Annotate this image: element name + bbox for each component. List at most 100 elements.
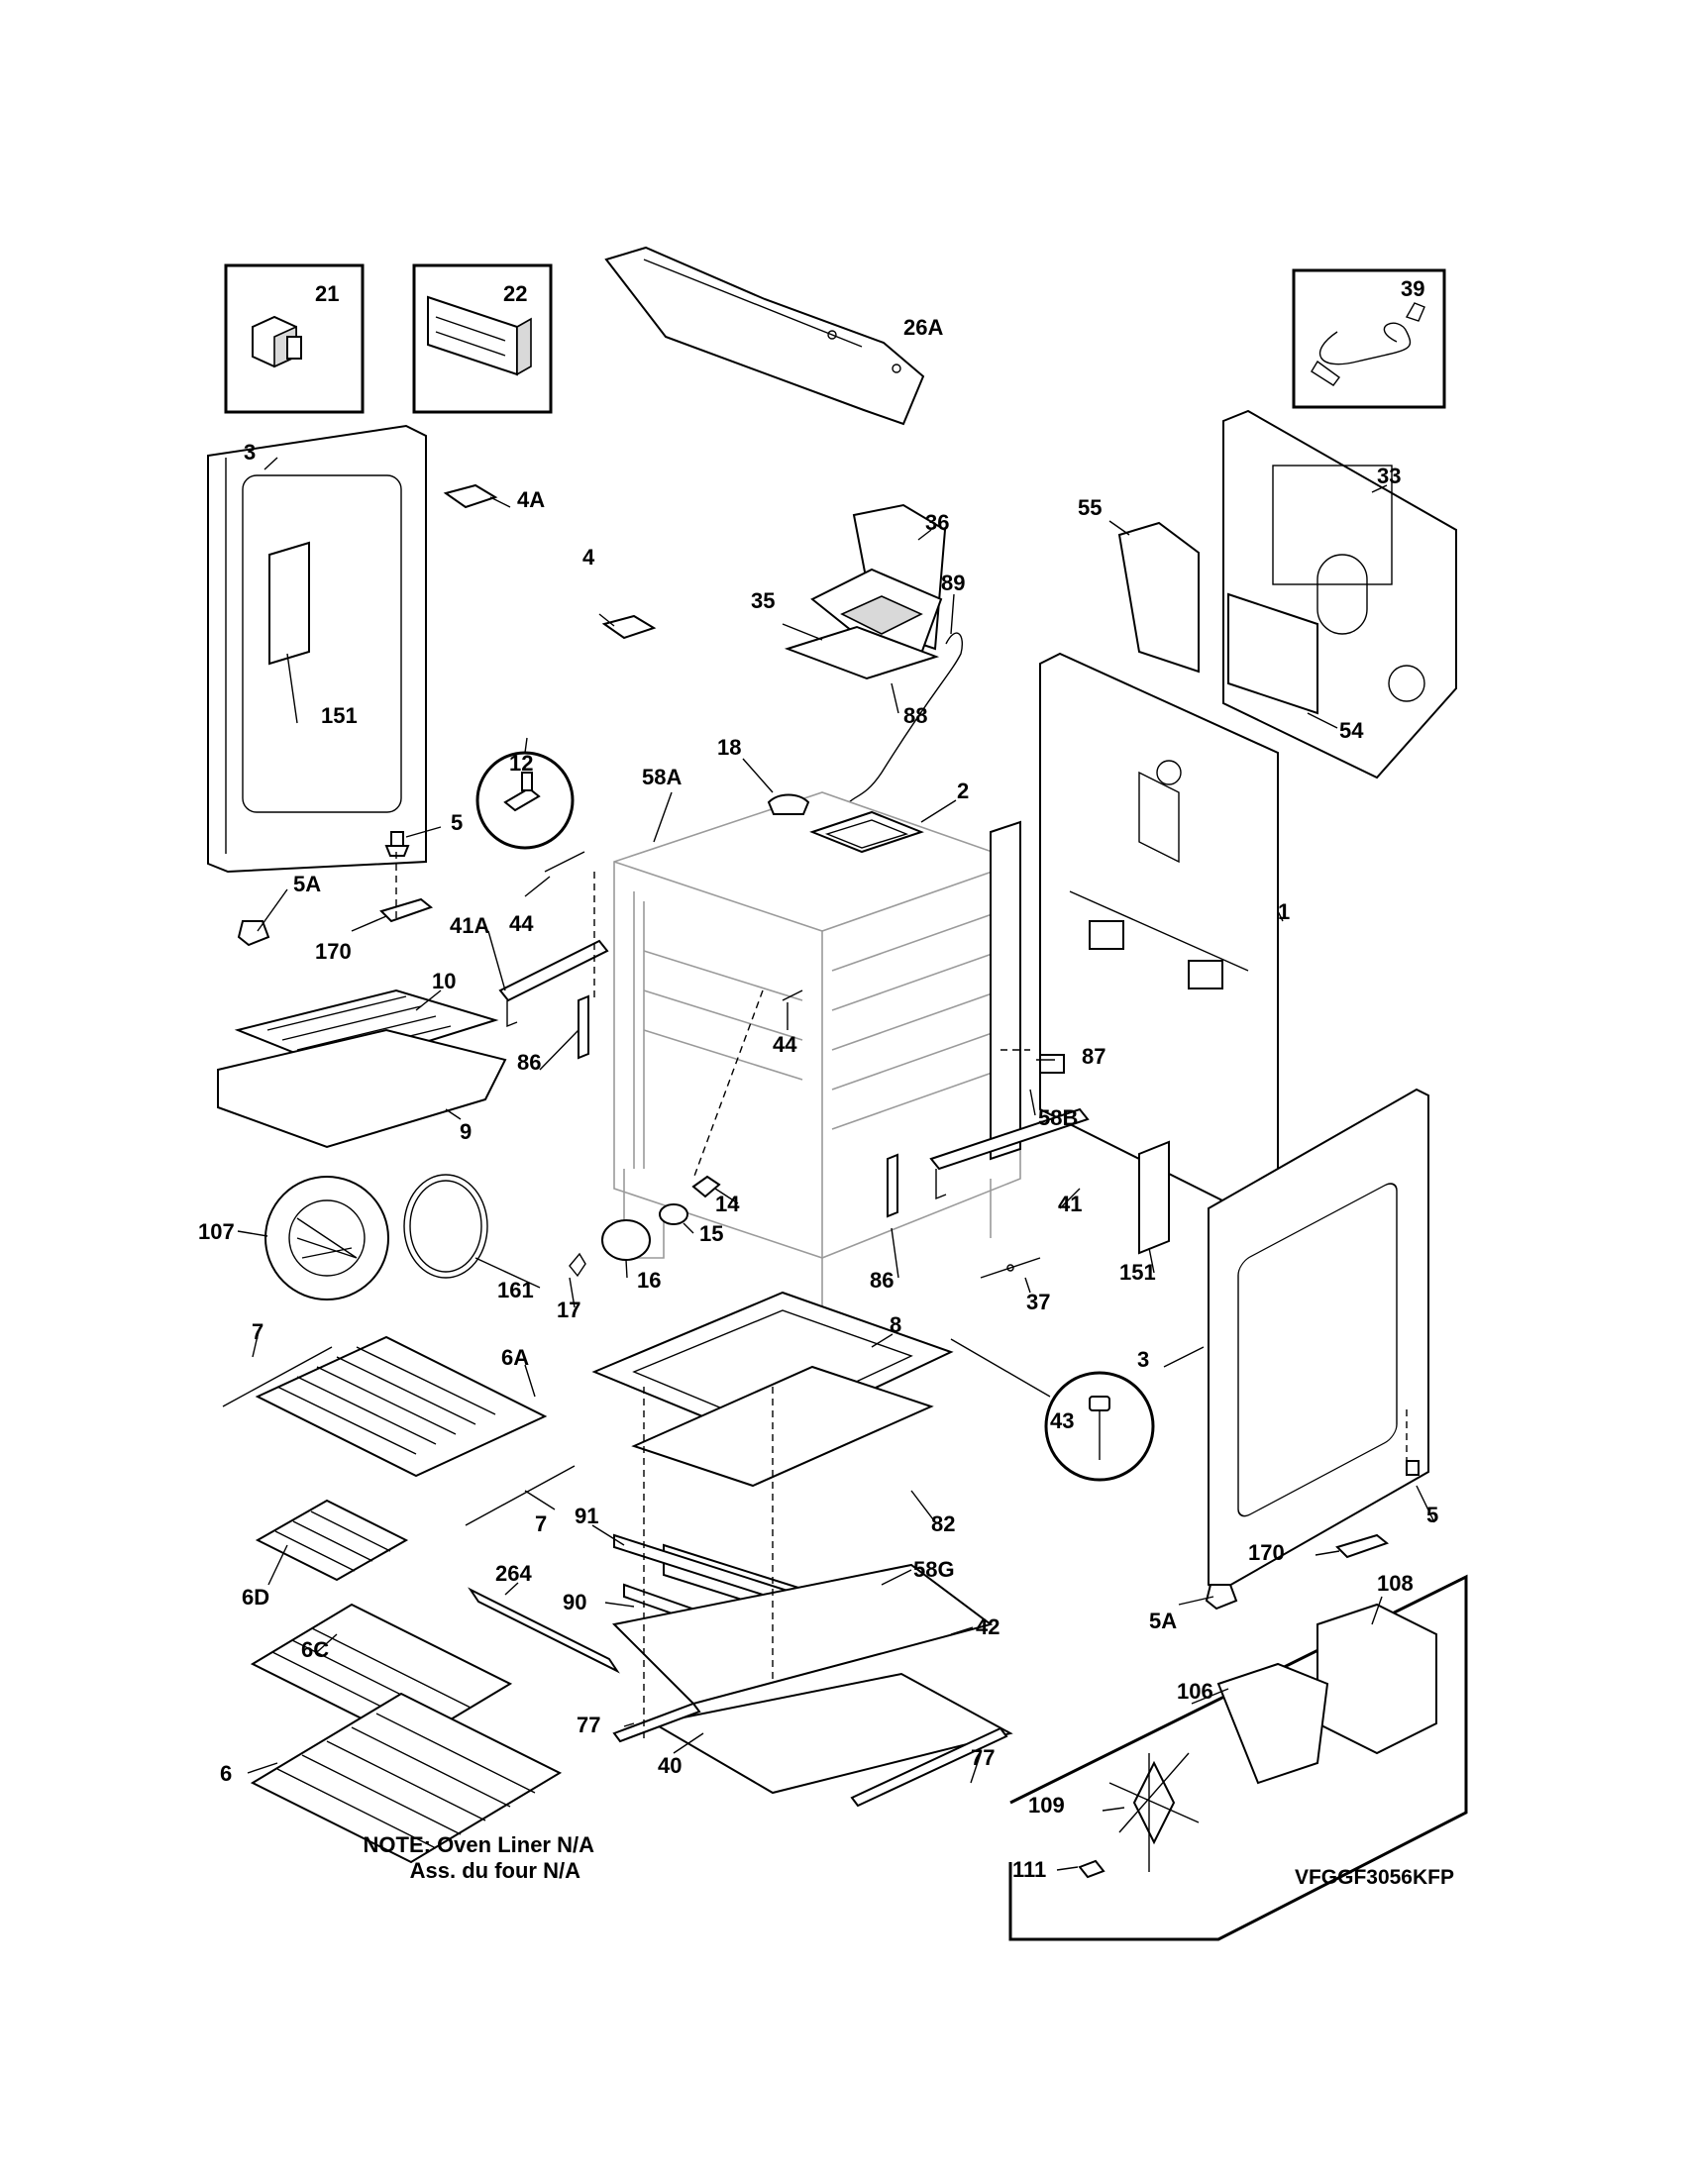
label-82: 82 xyxy=(931,1511,955,1536)
inset-part-21 xyxy=(224,263,365,414)
part-77-a-slide xyxy=(612,1702,701,1743)
label-37: 37 xyxy=(1026,1290,1050,1314)
label-3-left: 3 xyxy=(244,440,256,465)
part-5A-left xyxy=(237,920,270,947)
part-41-side-rail xyxy=(929,1107,1090,1200)
part-14-light-socket xyxy=(691,1175,721,1198)
label-22: 22 xyxy=(503,281,527,306)
inset-part-39 xyxy=(1292,268,1446,409)
part-35-88-plate xyxy=(784,625,940,680)
label-44-b: 44 xyxy=(773,1032,797,1057)
label-21: 21 xyxy=(315,281,339,306)
part-4 xyxy=(601,614,657,640)
label-39: 39 xyxy=(1401,276,1424,301)
part-55-54-brackets xyxy=(1117,521,1318,715)
inset-part-22 xyxy=(412,263,553,414)
part-9-broiler-pan xyxy=(217,1028,507,1149)
label-5-right: 5 xyxy=(1426,1503,1438,1527)
label-42: 42 xyxy=(976,1614,1000,1639)
part-170-right xyxy=(1335,1533,1390,1559)
part-42-burner-box xyxy=(611,1563,994,1706)
label-161: 161 xyxy=(497,1278,534,1302)
part-6-rack xyxy=(250,1692,563,1864)
label-89: 89 xyxy=(941,571,965,595)
part-17-clip xyxy=(569,1252,586,1278)
label-41: 41 xyxy=(1058,1192,1082,1216)
label-58B: 58B xyxy=(1038,1105,1078,1130)
label-170-left: 170 xyxy=(315,939,352,964)
convection-fan-inset xyxy=(1008,1574,1468,1941)
part-6D-half-rack xyxy=(255,1499,409,1582)
label-264: 264 xyxy=(495,1561,532,1586)
label-6: 6 xyxy=(220,1761,232,1786)
label-108: 108 xyxy=(1377,1571,1414,1596)
label-6A: 6A xyxy=(501,1345,529,1370)
part-86-a xyxy=(578,994,589,1060)
part-36-broiler-duct xyxy=(810,503,947,656)
part-58B-insulation xyxy=(990,820,1021,1161)
label-111: 111 xyxy=(1012,1857,1046,1882)
part-151-right-bracket xyxy=(1138,1140,1170,1255)
label-3-right: 3 xyxy=(1137,1347,1149,1372)
label-54: 54 xyxy=(1339,718,1364,743)
label-107: 107 xyxy=(198,1219,235,1244)
part-labels: 21 22 26A 39 3 4A 4 151 36 35 89 88 33 5… xyxy=(198,276,1438,1882)
label-17: 17 xyxy=(557,1298,580,1322)
label-77-a: 77 xyxy=(577,1713,600,1737)
label-7-b: 7 xyxy=(535,1511,547,1536)
label-86-a: 86 xyxy=(517,1050,541,1075)
label-2: 2 xyxy=(957,779,969,803)
label-55: 55 xyxy=(1078,495,1102,520)
label-58A: 58A xyxy=(642,765,682,789)
label-4: 4 xyxy=(582,545,595,570)
label-58G: 58G xyxy=(913,1557,955,1582)
part-2-probe-plate xyxy=(809,810,924,854)
part-44-a xyxy=(544,851,585,873)
label-91: 91 xyxy=(575,1504,598,1528)
label-16: 16 xyxy=(637,1268,661,1293)
part-87-terminal xyxy=(1039,1054,1065,1074)
note-line-1: NOTE: Oven Liner N/A xyxy=(364,1832,595,1857)
part-1-rear-wall xyxy=(1039,652,1279,1210)
label-151-left: 151 xyxy=(321,703,358,728)
part-7-a-rack-rod xyxy=(222,1346,333,1407)
part-82-flame-spreader xyxy=(631,1365,934,1488)
label-12: 12 xyxy=(509,751,533,776)
part-5-right xyxy=(1406,1460,1420,1476)
part-264-shield xyxy=(468,1587,620,1674)
label-106: 106 xyxy=(1177,1679,1213,1704)
label-44-a: 44 xyxy=(509,911,534,936)
part-18-sensor xyxy=(767,793,810,815)
oven-cavity-58A xyxy=(613,791,1021,1318)
label-5A-right: 5A xyxy=(1149,1609,1177,1633)
label-90: 90 xyxy=(563,1590,586,1614)
part-77-b-slide xyxy=(850,1726,1008,1808)
part-5-left xyxy=(384,831,410,857)
label-35: 35 xyxy=(751,588,775,613)
leader-lines xyxy=(237,457,1435,1871)
label-88: 88 xyxy=(903,703,927,728)
label-41A: 41A xyxy=(450,913,489,938)
label-8: 8 xyxy=(890,1312,901,1337)
label-18: 18 xyxy=(717,735,741,760)
label-14: 14 xyxy=(715,1192,740,1216)
part-44-b xyxy=(782,989,803,1001)
label-5A-left: 5A xyxy=(293,872,321,896)
label-87: 87 xyxy=(1082,1044,1105,1069)
label-6D: 6D xyxy=(242,1585,269,1610)
label-170-right: 170 xyxy=(1248,1540,1285,1565)
label-77-b: 77 xyxy=(971,1745,995,1770)
part-15-bulb xyxy=(659,1203,688,1225)
label-43: 43 xyxy=(1050,1408,1074,1433)
part-170-left xyxy=(379,897,434,923)
part-161-gasket xyxy=(403,1174,488,1279)
model-code: VFGGF3056KFP xyxy=(1295,1866,1454,1889)
part-107-convection-cover xyxy=(264,1176,389,1300)
label-10: 10 xyxy=(432,969,456,993)
label-109: 109 xyxy=(1028,1793,1065,1818)
note-line-2: Ass. du four N/A xyxy=(410,1858,580,1883)
label-33: 33 xyxy=(1377,464,1401,488)
part-37-sensor-probe xyxy=(980,1257,1041,1279)
part-40-bottom-tray xyxy=(651,1672,1013,1795)
